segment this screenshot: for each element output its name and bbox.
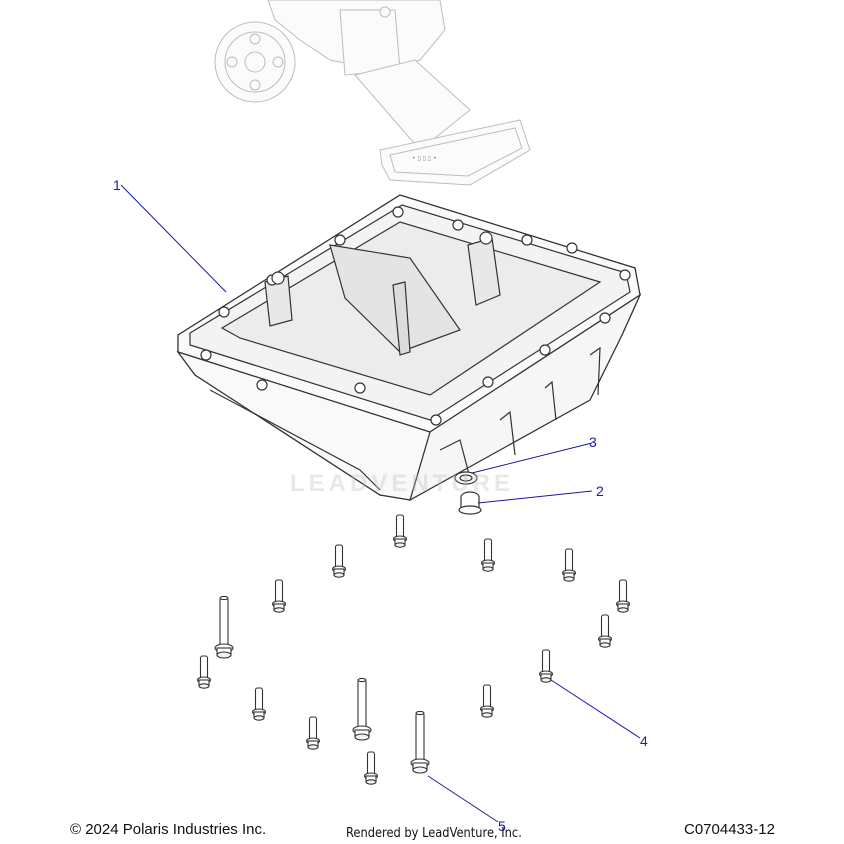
callout-5: 5 xyxy=(498,818,506,834)
short-bolt xyxy=(615,579,631,613)
short-bolt xyxy=(480,538,496,572)
short-bolt xyxy=(479,684,495,718)
long-bolt xyxy=(410,710,430,774)
callout-3: 3 xyxy=(589,434,597,450)
watermark: LEADVENTURE xyxy=(290,470,515,497)
long-bolt xyxy=(352,677,372,741)
short-bolt xyxy=(331,544,347,578)
short-bolt xyxy=(305,716,321,750)
svg-text:• ▯ ▯ ▯ •: • ▯ ▯ ▯ • xyxy=(412,155,437,162)
drain-plug xyxy=(458,491,482,515)
callout-1: 1 xyxy=(113,177,121,193)
diagram-id: C0704433-12 xyxy=(684,821,775,838)
copyright-text: © 2024 Polaris Industries Inc. xyxy=(70,821,267,838)
short-bolt xyxy=(363,751,379,785)
oil-pump-assembly-ghost: • ▯ ▯ ▯ • xyxy=(214,0,531,186)
short-bolt xyxy=(597,614,613,648)
callout-2: 2 xyxy=(596,483,604,499)
bolt-set xyxy=(196,514,631,785)
sealing-washer xyxy=(454,471,478,485)
leader-lines xyxy=(120,184,641,823)
short-bolt xyxy=(392,514,408,548)
short-bolt xyxy=(561,548,577,582)
callout-4: 4 xyxy=(640,733,648,749)
short-bolt xyxy=(251,687,267,721)
rendered-by-text: Rendered by LeadVenture, Inc. xyxy=(346,826,522,841)
oil-pan xyxy=(176,194,642,502)
short-bolt xyxy=(538,649,554,683)
short-bolt xyxy=(271,579,287,613)
long-bolt xyxy=(214,595,234,659)
short-bolt xyxy=(196,655,212,689)
